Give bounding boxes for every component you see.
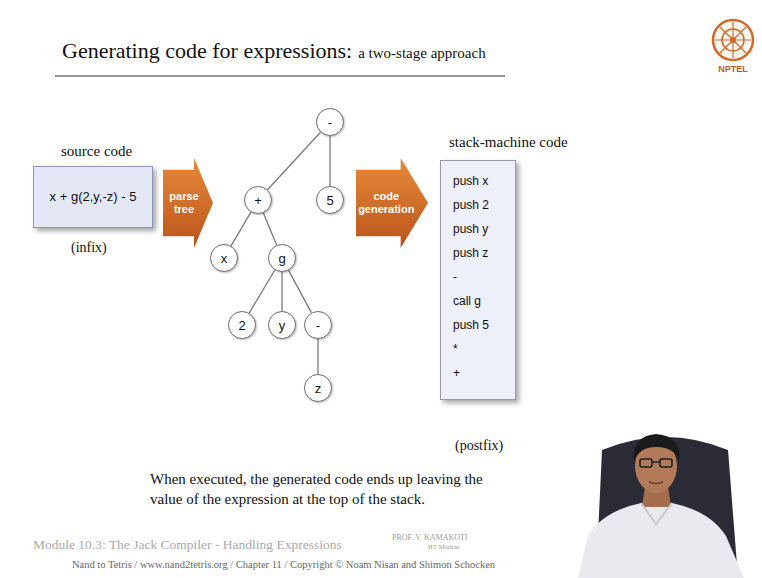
tree-symbol: - xyxy=(328,116,332,129)
presenter-credit: PROF. V. KAMAKOTI xyxy=(392,533,468,542)
block-arrow-fill xyxy=(163,158,213,248)
stack-instruction: push 2 xyxy=(453,193,489,217)
copyright-footer: Nand to Tetris / www.nand2tetris.org / C… xyxy=(72,559,495,571)
logo-wordmark: NPTEL xyxy=(718,64,748,74)
glasses-lens xyxy=(660,459,672,467)
institute-credit: IIT Madras xyxy=(428,543,460,551)
stack-instruction: push x xyxy=(453,169,488,193)
logo-center xyxy=(730,37,736,43)
slide-title: Generating code for expressions: xyxy=(62,40,352,62)
notation-note: (postfix) xyxy=(455,438,503,454)
tree-branch xyxy=(289,270,312,312)
tree-branch xyxy=(329,136,330,186)
tree-node: y xyxy=(268,311,296,339)
tree-symbol: g xyxy=(278,252,285,265)
stack-instruction: push z xyxy=(453,241,488,265)
box-heading: source code xyxy=(61,143,132,160)
glasses-lens xyxy=(640,459,652,467)
tree-node: x xyxy=(210,244,238,272)
box-heading: stack-machine code xyxy=(449,134,568,151)
explanation-note: When executed, the generated code ends u… xyxy=(150,470,488,509)
stack-instruction: * xyxy=(453,337,458,361)
stack-code-box: stack-machine codepush xpush 2push ypush… xyxy=(440,160,516,400)
tree-node: z xyxy=(304,374,332,402)
presenter-mouth xyxy=(649,482,663,484)
tree-node: 5 xyxy=(316,186,344,214)
glasses-bridge xyxy=(652,461,660,462)
block-arrow-fill xyxy=(356,158,428,248)
source-code-box: source codex + g(2,y,-z) - 5 xyxy=(33,166,153,228)
tree-node: 2 xyxy=(228,311,256,339)
tree-branch xyxy=(231,212,251,246)
arrow-caption: code generation xyxy=(358,190,414,215)
stage-arrow: parse tree xyxy=(163,158,213,248)
notation-note: (infix) xyxy=(71,240,107,256)
tree-branch xyxy=(249,270,275,313)
tree-symbol: 5 xyxy=(326,194,333,207)
logo-spoke xyxy=(720,27,746,53)
stack-instruction: - xyxy=(453,265,457,289)
tree-symbol: z xyxy=(315,382,322,395)
module-footer: Module 10.3: The Jack Compiler - Handlin… xyxy=(33,537,342,553)
logo-spoke xyxy=(720,27,746,53)
presenter-figure xyxy=(578,434,744,578)
tree-branch xyxy=(317,339,318,374)
tree-symbol: + xyxy=(254,194,262,207)
arrow-caption: parse tree xyxy=(165,190,204,215)
tree-node: - xyxy=(304,311,332,339)
source-expression: x + g(2,y,-z) - 5 xyxy=(50,189,137,205)
shirt-collar xyxy=(641,503,672,524)
title-underline xyxy=(55,75,505,76)
tree-branch xyxy=(263,213,276,245)
nptel-logo xyxy=(713,20,753,60)
logo-ring xyxy=(713,20,753,60)
tree-symbol: 2 xyxy=(238,319,245,332)
tree-branch xyxy=(267,132,320,189)
stage-arrow: code generation xyxy=(356,158,428,248)
tree-node: g xyxy=(268,244,296,272)
tree-node: + xyxy=(244,186,272,214)
slide-subtitle: a two-stage approach xyxy=(358,46,485,61)
stack-instruction: call g xyxy=(453,289,481,313)
presenter-shirt xyxy=(578,503,744,578)
tree-symbol: y xyxy=(279,319,286,332)
tree-node: - xyxy=(316,108,344,136)
tree-symbol: - xyxy=(316,319,320,332)
stack-instruction: + xyxy=(453,361,460,385)
stack-instruction: push 5 xyxy=(453,313,489,337)
tree-symbol: x xyxy=(221,252,228,265)
tree-branch xyxy=(281,272,282,311)
stack-instruction: push y xyxy=(453,217,488,241)
